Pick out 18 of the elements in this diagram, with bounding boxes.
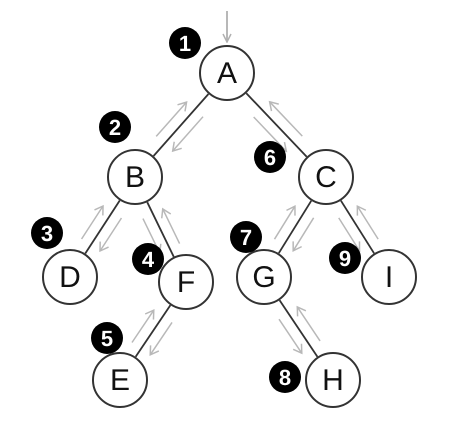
callout-number: 6 (254, 141, 286, 173)
callout-number: 5 (91, 322, 123, 354)
tree-edge (246, 92, 308, 158)
callout-number: 2 (99, 111, 131, 143)
arrow (222, 11, 232, 43)
callout-number: 3 (31, 217, 63, 249)
tree-edge (134, 304, 172, 358)
callout-number: 1 (169, 27, 201, 59)
callout-number: 9 (329, 242, 361, 274)
tree-edge (340, 200, 375, 254)
tree-edge (152, 93, 210, 157)
callout-number: 7 (230, 221, 262, 253)
tree-edge (278, 300, 318, 358)
tree-edge (84, 200, 120, 254)
tree-edge (278, 200, 312, 254)
callout-number: 8 (269, 361, 301, 393)
callout-number: 4 (132, 243, 164, 275)
tree-edge (146, 202, 175, 258)
